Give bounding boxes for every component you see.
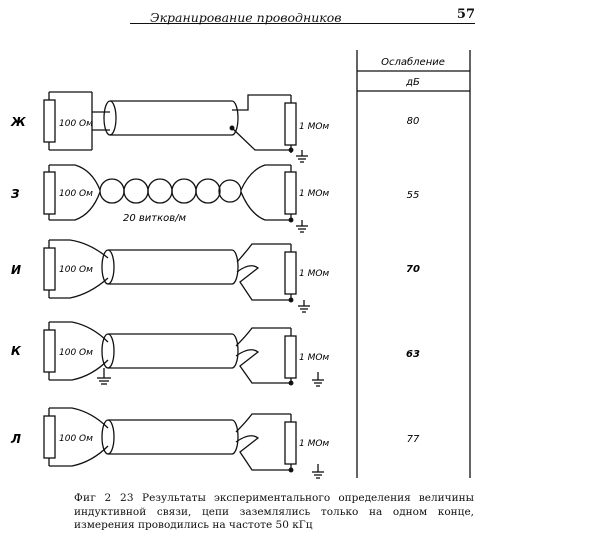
twist-note: 20 витков/м: [123, 213, 187, 224]
circuit-l: [43, 407, 324, 479]
circuit-zh: [43, 91, 308, 163]
resistor-right: [284, 171, 297, 215]
resistor-right: [284, 335, 297, 379]
right-resistor-label: 1 МОм: [299, 269, 329, 279]
right-resistor-label: 1 МОм: [299, 122, 329, 132]
circuit-k: [43, 321, 324, 387]
figure-caption: Фиг 2 23 Результаты экспериментального о…: [74, 492, 474, 533]
page-header: Экранирование проводников 57: [130, 2, 475, 25]
left-resistor-label: 100 Ом: [59, 265, 93, 275]
circuit-z: [43, 164, 308, 233]
attenuation-value: 63: [406, 349, 420, 360]
table-header-line2: дБ: [405, 77, 420, 88]
running-title: Экранирование проводников: [150, 10, 342, 25]
caption-label: Фиг 2 23: [74, 492, 134, 504]
right-resistor-label: 1 МОм: [299, 353, 329, 363]
resistor-left: [43, 99, 56, 143]
table-header-line1: Ослабление: [381, 56, 445, 68]
row-label-zh: Ж: [10, 115, 26, 129]
row-label-l: Л: [10, 432, 21, 446]
attenuation-value: 70: [406, 264, 420, 275]
resistor-right: [284, 102, 297, 146]
caption-text: Результаты экспериментального определени…: [74, 492, 474, 531]
resistor-right: [284, 421, 297, 465]
left-resistor-label: 100 Ом: [59, 348, 93, 358]
resistor-left: [43, 415, 56, 459]
header-rule: [130, 23, 475, 24]
left-resistor-label: 100 Ом: [59, 119, 93, 129]
attenuation-value: 80: [407, 116, 420, 127]
page-number: 57: [456, 7, 475, 22]
circuit-i: [43, 239, 310, 313]
resistor-left: [43, 247, 56, 291]
left-resistor-label: 100 Ом: [59, 434, 93, 444]
attenuation-value: 77: [407, 434, 420, 445]
resistor-left: [43, 171, 56, 215]
resistor-right: [284, 251, 297, 295]
row-label-z: З: [11, 187, 20, 201]
right-resistor-label: 1 МОм: [299, 439, 329, 449]
attenuation-value: 55: [407, 190, 420, 201]
resistor-left: [43, 329, 56, 373]
left-resistor-label: 100 Ом: [59, 189, 93, 199]
row-label-i: И: [11, 263, 21, 277]
right-resistor-label: 1 МОм: [299, 189, 329, 199]
row-label-k: К: [11, 344, 22, 358]
